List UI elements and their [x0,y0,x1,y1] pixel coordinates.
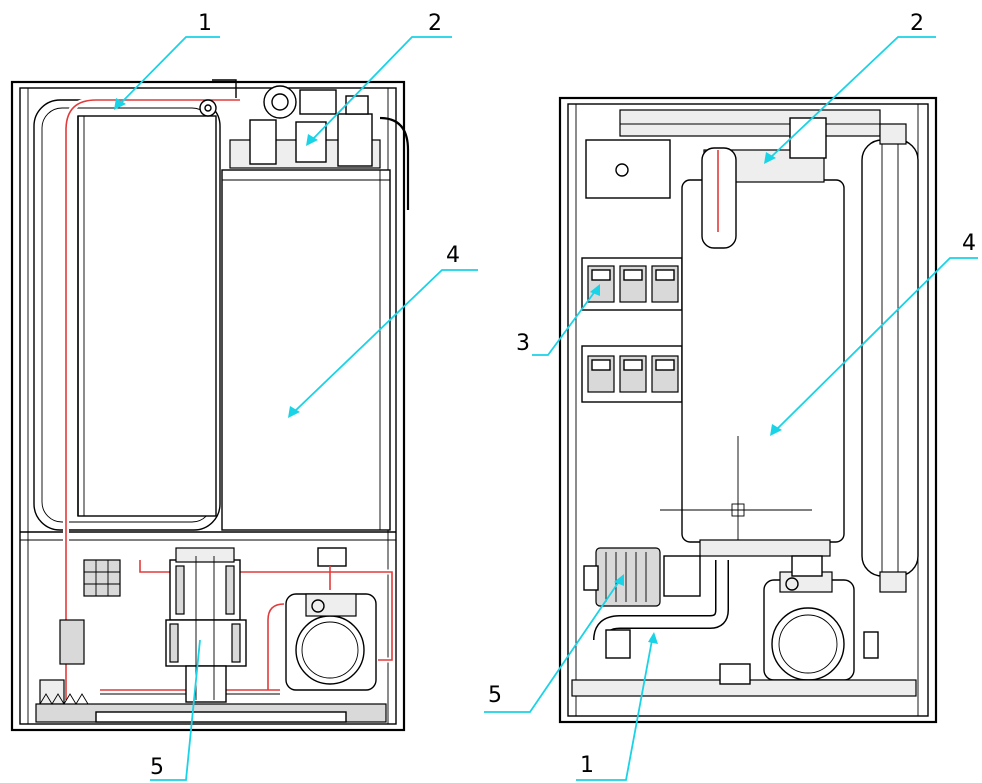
label-right-3: 3 [516,331,530,356]
label-left-2: 2 [428,11,442,36]
label-right-4: 4 [962,231,976,256]
leader-left-5 [150,639,201,781]
leader-left-1 [119,36,220,105]
label-right-5: 5 [488,683,502,708]
leader-right-3 [532,289,597,356]
label-right-2: 2 [910,11,924,36]
leader-right-1 [576,639,653,781]
leader-right-5 [484,579,621,713]
right-breaker-panel-3 [581,257,683,403]
left-outer-casing [10,80,406,732]
label-right-1: 1 [580,753,594,778]
right-view [558,96,938,724]
leader-right-2 [769,36,936,159]
right-outer-casing [558,96,938,724]
left-inner-casing [19,87,397,725]
label-left-5: 5 [150,755,164,780]
left-bottom-section [35,547,395,723]
leader-lines [114,36,978,781]
leader-left-4 [293,269,478,413]
left-pipe-1 [63,97,240,700]
callout-labels: 1 2 4 5 2 4 3 5 1 [150,11,976,780]
label-left-4: 4 [446,243,460,268]
left-view [10,79,410,732]
right-expansion-tank [861,123,919,593]
leader-left-2 [311,36,452,141]
right-bottom-section [571,547,917,697]
left-boiler-body-4 [221,169,391,531]
right-inner-casing [567,103,929,717]
label-left-1: 1 [198,11,212,36]
leader-right-4 [775,257,978,431]
left-expansion-tank [33,99,221,531]
right-boiler-body-4 [660,117,845,557]
